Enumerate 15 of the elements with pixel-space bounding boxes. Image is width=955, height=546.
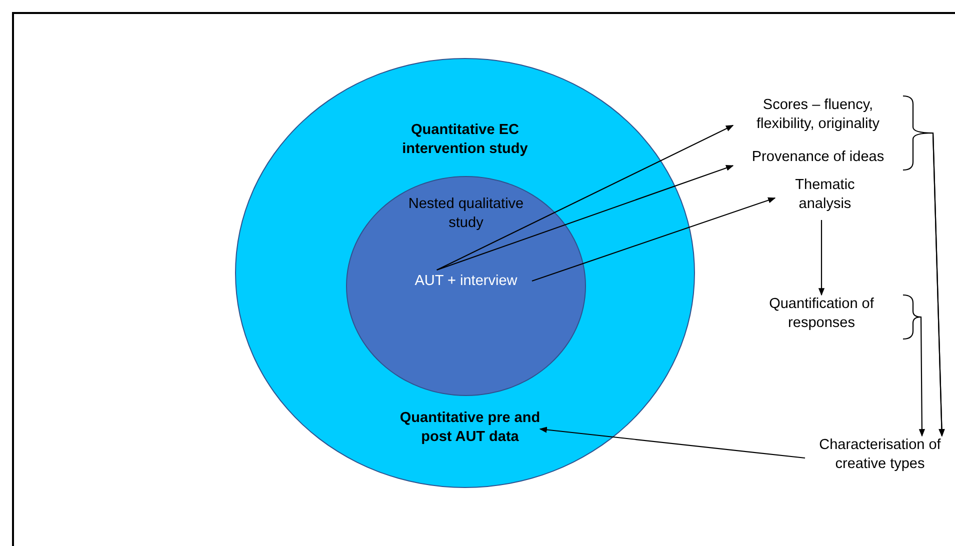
arrow [902, 294, 926, 437]
arrow [436, 124, 734, 270]
text-label: Scores – fluency, flexibility, originality [733, 96, 903, 134]
text-label: Quantitative pre and post AUT data [399, 409, 541, 447]
text-label: Thematic analysis [775, 176, 875, 214]
arrow [818, 220, 825, 296]
text-label: Provenance of ideas [733, 148, 903, 167]
arrow [436, 165, 734, 271]
text-label: Quantification of responses [740, 295, 903, 333]
arrow [539, 426, 806, 459]
text-label: AUT + interview [398, 272, 534, 291]
text-label: Characterisation of creative types [805, 436, 955, 474]
ellipse-label: Nested qualitative study [407, 195, 525, 233]
ellipse-label: Quantitative EC intervention study [401, 121, 529, 159]
arrow [532, 197, 776, 282]
